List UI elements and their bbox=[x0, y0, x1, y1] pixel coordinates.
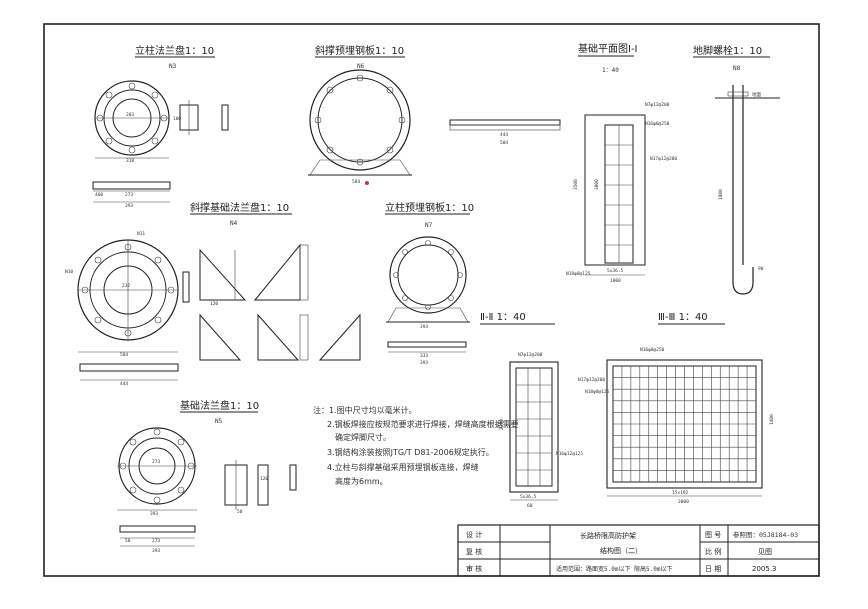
dim-100: 100 bbox=[173, 116, 181, 122]
brace-flange-drawing: 斜撑基础法兰盘1：10 N4 232 N11 N10 504 444 bbox=[65, 201, 361, 387]
tb-scale-value: 见图 bbox=[758, 548, 772, 556]
note-4: 4.立柱与斜撑基础采用预埋钢板连接，焊缝 bbox=[327, 462, 479, 472]
rebar-label-8: N18φ8@125 bbox=[585, 389, 610, 395]
base-flange-drawing: 基础法兰盘1：10 N5 273 393 50 120 50 273 393 bbox=[117, 399, 297, 554]
cable-plate-drawing: 斜撑预埋钢板1：10 N6 584 444 504 bbox=[308, 44, 561, 185]
tb-scale-label: 比 例 bbox=[705, 547, 721, 556]
dim-393-e: 393 bbox=[152, 548, 160, 554]
rebar-label-3: N17φ12@200 bbox=[650, 156, 677, 162]
dim-504: 504 bbox=[500, 140, 508, 146]
dim-90: 90 bbox=[758, 266, 764, 272]
tb-date-value: 2005.3 bbox=[752, 565, 777, 573]
dim-460: 460 bbox=[95, 192, 103, 198]
dim-3500: 3500 bbox=[573, 179, 579, 190]
dim-393-b: 393 bbox=[420, 324, 428, 330]
base-flange-ref: N5 bbox=[215, 418, 223, 425]
brace-flange-title: 斜撑基础法兰盘1：10 bbox=[190, 201, 289, 214]
dim-3000: 3000 bbox=[594, 179, 600, 190]
label-n11: N11 bbox=[137, 231, 145, 237]
section-3-title: Ⅲ-Ⅲ 1：40 bbox=[658, 312, 708, 323]
dim-50: 50 bbox=[237, 509, 243, 515]
foundation-plan-scale: 1：40 bbox=[602, 67, 619, 74]
dim-203: 203 bbox=[126, 112, 134, 118]
rebar-label-4: N18φ8@125 bbox=[566, 271, 591, 277]
column-flange-drawing: 立柱法兰盘1：10 N3 203 318 100 460 273 393 bbox=[92, 44, 229, 209]
grid-a: 5x36.5 bbox=[607, 268, 624, 274]
rebar-label-9: N16φ12@125 bbox=[556, 451, 583, 457]
ground-label: 地面 bbox=[752, 91, 761, 98]
dim-393-c: 393 bbox=[420, 360, 428, 366]
dim-50-b: 50 bbox=[125, 538, 131, 544]
sheet-border bbox=[43, 23, 820, 577]
rebar-label-5: N7φ12@200 bbox=[518, 352, 543, 358]
dim-333: 333 bbox=[420, 353, 428, 359]
tb-date-label: 日 期 bbox=[705, 565, 721, 573]
cable-plate-title: 斜撑预埋钢板1：10 bbox=[315, 44, 404, 57]
note-2b: 确定焊脚尺寸。 bbox=[335, 432, 391, 442]
tb-design-label: 设 计 bbox=[466, 530, 482, 539]
note-2: 2.钢板焊接应按规范要求进行焊接，焊缝高度根据需要 bbox=[327, 419, 519, 429]
dim-1800: 1800 bbox=[718, 189, 724, 200]
grid-b: 15x192 bbox=[672, 490, 689, 496]
base-flange-title: 基础法兰盘1：10 bbox=[180, 399, 259, 412]
dim-1000: 1000 bbox=[610, 278, 621, 284]
section-2-drawing: Ⅱ-Ⅱ 1：40 N7φ12@200 N16φ12@125 2200 5x36.… bbox=[480, 312, 583, 509]
dim-393: 393 bbox=[125, 203, 133, 209]
dim-393-d: 393 bbox=[150, 511, 158, 517]
anchor-bolt-title: 地脚螺栓1：10 bbox=[693, 44, 762, 57]
tb-audit-label: 审 核 bbox=[466, 564, 482, 573]
dim-120-b: 120 bbox=[260, 476, 268, 482]
dim-444-b: 444 bbox=[120, 381, 128, 387]
dim-318: 318 bbox=[126, 158, 134, 164]
column-flange-title: 立柱法兰盘1：10 bbox=[135, 44, 214, 57]
tb-condition: 适用范围：路面宽5.0m以下 限高5.0m以下 bbox=[556, 565, 673, 573]
anchor-bolt-drawing: 地脚螺栓1：10 N8 地面 1800 90 bbox=[693, 44, 780, 295]
section-3-drawing: Ⅲ-Ⅲ 1：40 N16φ8@250 N17φ12@200 N18φ8@125 … bbox=[578, 312, 775, 505]
rebar-label-2: N16φ8@250 bbox=[645, 121, 670, 127]
rebar-label-6: N16φ8@250 bbox=[640, 347, 665, 353]
title-block: 设 计 复 核 审 核 长路桥限高防护架 结构图（二） 适用范围：路面宽5.0m… bbox=[457, 524, 820, 577]
column-plate-ref: N7 bbox=[425, 222, 433, 229]
tb-project: 长路桥限高防护架 bbox=[580, 531, 636, 540]
foundation-plan-drawing: 基础平面图Ⅰ-Ⅰ 1：40 N7φ12@200 N16φ8@250 N17φ12… bbox=[566, 42, 677, 284]
column-plate-drawing: 立柱预埋钢板1：10 N7 393 333 393 bbox=[385, 201, 474, 366]
section-2-title: Ⅱ-Ⅱ 1：40 bbox=[480, 312, 526, 323]
note-1: 注：1.图中尺寸均以毫米计。 bbox=[313, 405, 417, 415]
foundation-plan-title: 基础平面图Ⅰ-Ⅰ bbox=[578, 42, 638, 55]
dim-3000-b: 3000 bbox=[678, 499, 689, 505]
tb-drawing-name: 结构图（二） bbox=[600, 546, 642, 555]
column-plate-title: 立柱预埋钢板1：10 bbox=[385, 201, 474, 214]
dim-2200: 2200 bbox=[499, 419, 505, 430]
dim-273-b: 273 bbox=[152, 459, 160, 465]
rebar-label-1: N7φ12@200 bbox=[645, 102, 670, 108]
cable-plate-ref: N6 bbox=[357, 63, 365, 70]
dim-584: 584 bbox=[352, 179, 360, 185]
tb-review-label: 复 核 bbox=[466, 547, 482, 556]
dim-504-b: 504 bbox=[120, 352, 128, 358]
tb-num-value: 参照图：05J8184-03 bbox=[733, 530, 798, 539]
rebar-label-7: N17φ12@200 bbox=[578, 377, 605, 383]
dim-273-c: 273 bbox=[152, 538, 160, 544]
dim-120: 120 bbox=[210, 301, 218, 307]
dim-1400: 1400 bbox=[769, 414, 775, 425]
note-4b: 高度为6mm。 bbox=[335, 476, 388, 486]
notes-block: 注：1.图中尺寸均以毫米计。 2.钢板焊接应按规范要求进行焊接，焊缝高度根据需要… bbox=[313, 405, 519, 486]
dim-232: 232 bbox=[122, 283, 130, 289]
note-3: 3.钢结构涂装按照JTG/T D81-2006规定执行。 bbox=[327, 447, 494, 457]
grid-a-2: 5x36.5 bbox=[520, 494, 537, 500]
dim-273: 273 bbox=[125, 192, 133, 198]
label-n10: N10 bbox=[65, 269, 73, 275]
brace-flange-ref: N4 bbox=[230, 220, 238, 227]
anchor-bolt-ref: N8 bbox=[733, 65, 741, 72]
dim-60: 60 bbox=[527, 503, 533, 509]
tb-num-label: 图 号 bbox=[705, 531, 721, 539]
column-flange-ref: N3 bbox=[169, 63, 177, 70]
dim-444: 444 bbox=[500, 132, 508, 138]
